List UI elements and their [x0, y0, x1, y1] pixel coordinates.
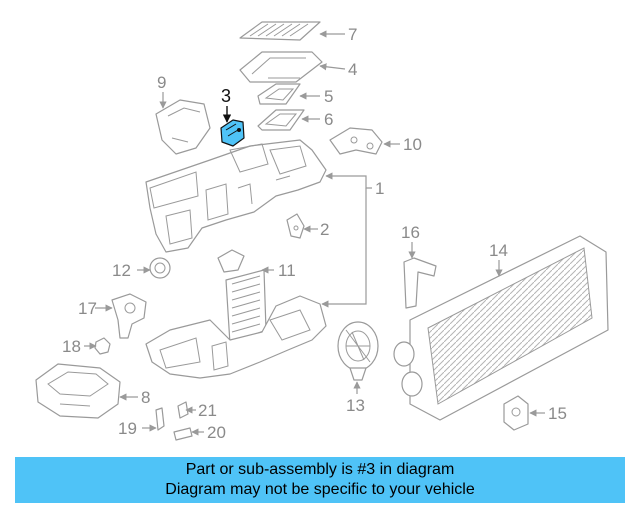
part-13-blower-motor [337, 321, 379, 381]
callout-20: 20 [207, 423, 226, 442]
callout-5: 5 [324, 87, 333, 106]
callout-6: 6 [324, 110, 333, 129]
banner-line-2: Diagram may not be specific to your vehi… [165, 481, 475, 498]
callout-3: 3 [221, 86, 231, 106]
callout-13: 13 [346, 396, 365, 415]
parts-diagram: 7 4 5 6 10 9 3 1 2 11 12 17 18 8 13 16 1… [35, 21, 609, 442]
part-3-highlighted [220, 119, 245, 147]
part-2-clip [286, 213, 305, 239]
part-11-filter [217, 249, 267, 345]
callout-17: 17 [78, 299, 97, 318]
part-4-housing-cover [239, 51, 323, 83]
callout-21: 21 [198, 401, 217, 420]
callout-15: 15 [548, 404, 567, 423]
leader-lines [84, 30, 545, 436]
callout-7: 7 [348, 25, 357, 44]
part-14-heater-core [393, 235, 609, 421]
part-21-clip [177, 401, 189, 419]
part-17-actuator [111, 293, 147, 339]
part-1-heater-case-lower [145, 295, 327, 379]
callout-19: 19 [118, 419, 137, 438]
callout-2: 2 [320, 220, 329, 239]
callout-1: 1 [375, 179, 384, 198]
part-12-grommet [149, 257, 171, 279]
part-5-seal [257, 83, 301, 105]
part-10-bracket [329, 127, 383, 155]
part-8-control-module [35, 363, 121, 419]
callout-9: 9 [157, 73, 166, 92]
part-18-nut [94, 337, 111, 355]
callout-labels: 7 4 5 6 10 9 3 1 2 11 12 17 18 8 13 16 1… [62, 25, 567, 442]
info-banner: Part or sub-assembly is #3 in diagram Di… [15, 457, 625, 503]
part-20-bolt [173, 427, 193, 441]
callout-8: 8 [141, 388, 150, 407]
callout-11: 11 [278, 261, 296, 280]
part-6-seal [257, 109, 305, 131]
part-7-grille [239, 21, 321, 41]
callout-18: 18 [62, 337, 81, 356]
banner-line-1: Part or sub-assembly is #3 in diagram [185, 461, 455, 478]
callout-4: 4 [348, 60, 357, 79]
part-15-bracket [503, 395, 529, 431]
callout-12: 12 [112, 261, 131, 280]
part-9-air-duct [155, 99, 211, 155]
part-19-screw [155, 407, 165, 431]
callout-16: 16 [401, 223, 420, 242]
callout-10: 10 [403, 135, 422, 154]
callout-14: 14 [489, 241, 508, 260]
part-16-hose [403, 257, 437, 309]
part-1-heater-case-upper [145, 139, 327, 253]
